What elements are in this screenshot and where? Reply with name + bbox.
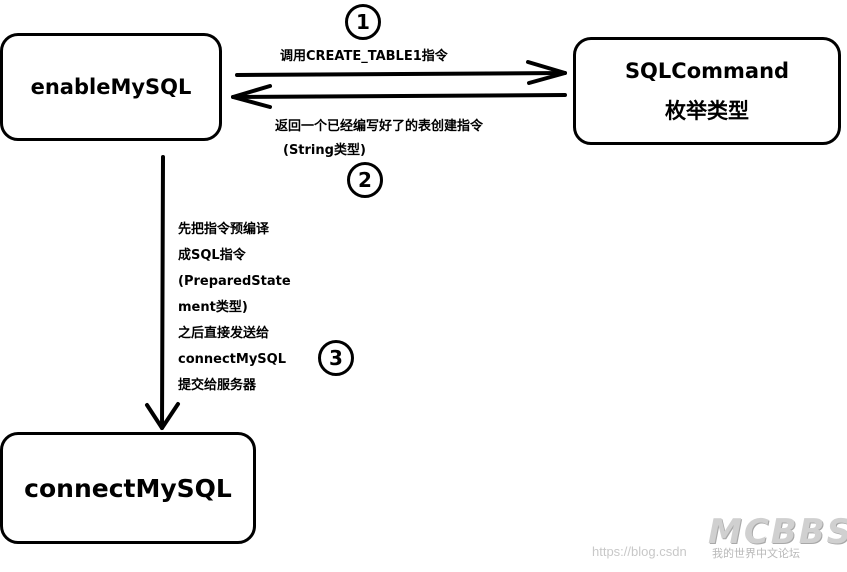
step3-line: 成SQL指令 [178,248,246,263]
return-arrowhead [231,84,272,109]
step3-description: 先把指令预编译 成SQL指令 (PreparedState ment类型) 之后… [178,217,291,399]
connect-mysql-label: connectMySQL [24,473,232,503]
down-arrow-line [160,155,165,430]
watermark-logo: MCBBS [708,512,847,552]
call-arrowhead [526,60,567,85]
call-arrow-label: 调用CREATE_TABLE1指令 [280,49,448,64]
sqlcommand-enum-label: 枚举类型 [665,99,749,123]
step-number-2: 2 [347,162,383,198]
connect-mysql-box: connectMySQL [0,432,256,544]
watermark-url: https://blog.csdn [592,544,687,559]
sqlcommand-label: SQLCommand [624,59,790,83]
return-arrow-label: 返回一个已经编写好了的表创建指令 [275,119,484,134]
down-arrowhead [145,402,180,430]
step3-line: ment类型) [178,300,248,315]
enable-mysql-box: enableMySQL [0,33,222,141]
sqlcommand-box: SQLCommand 枚举类型 [573,37,841,145]
watermark-subtitle: 我的世界中文论坛 [712,547,800,560]
return-arrow-type-label: (String类型) [283,143,366,158]
step-number-3: 3 [318,340,354,376]
step3-line: 先把指令预编译 [178,222,270,237]
step-number-1: 1 [345,4,381,40]
step3-line: connectMySQL [178,352,286,367]
step3-line: (PreparedState [178,274,291,289]
return-arrow-line [231,93,567,99]
step3-line: 提交给服务器 [178,378,257,393]
call-arrow-line [235,71,567,77]
enable-mysql-label: enableMySQL [30,75,192,99]
step3-line: 之后直接发送给 [178,326,270,341]
